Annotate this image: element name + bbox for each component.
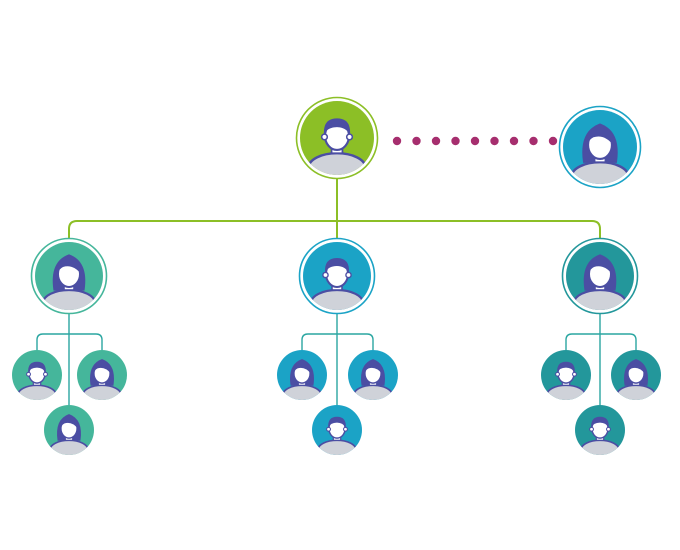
person-female-icon [561, 237, 639, 315]
dotted-link-dot [451, 136, 460, 146]
person-male-icon [541, 350, 591, 400]
person-female-icon [77, 350, 127, 400]
dotted-link-dot [490, 136, 499, 146]
team-connector [301, 310, 374, 405]
person-female-icon [558, 105, 642, 189]
person-female-icon [348, 350, 398, 400]
dotted-link-dot [470, 136, 480, 146]
dotted-link-dot [529, 136, 538, 146]
dotted-link-dot [392, 136, 402, 146]
avatar-nodes [12, 96, 661, 455]
person-male-icon [312, 405, 362, 455]
person-female-icon [611, 350, 661, 400]
person-male-icon [575, 405, 625, 455]
dotted-link-dot [548, 136, 558, 146]
dotted-link-dot [509, 136, 519, 146]
person-male-icon [12, 350, 62, 400]
team-connector [36, 310, 103, 405]
person-male-icon [295, 96, 379, 180]
dotted-link-dot [412, 136, 421, 146]
person-female-icon [277, 350, 327, 400]
connector-lines [36, 136, 637, 405]
leader-connector [68, 175, 601, 242]
dotted-link [392, 136, 558, 146]
person-male-icon [298, 237, 376, 315]
dotted-link-dot [431, 136, 441, 146]
person-female-icon [30, 237, 108, 315]
team-connector [565, 310, 637, 405]
person-female-icon [44, 405, 94, 455]
